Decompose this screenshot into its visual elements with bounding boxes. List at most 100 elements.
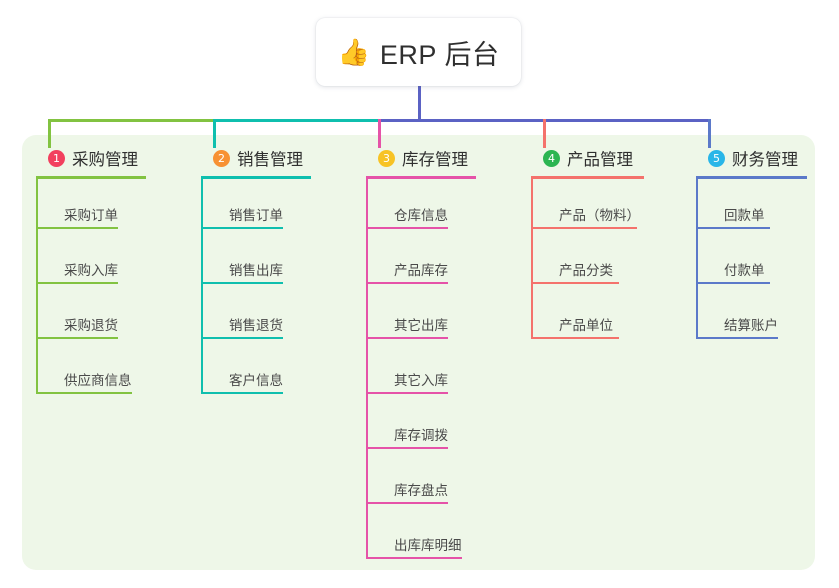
leaf-item[interactable]: 供应商信息 (36, 344, 191, 399)
leaf-underline (203, 337, 283, 339)
leaf-underline (533, 282, 619, 284)
leaf-underline (698, 337, 778, 339)
leaf-item[interactable]: 采购入库 (36, 234, 191, 289)
leaf-underline (698, 227, 770, 229)
leaf-item-label: 产品分类 (559, 263, 613, 278)
column-header-1[interactable]: 1 采购管理 (36, 146, 191, 170)
leaf-list: 产品（物料） 产品分类产品单位 (531, 179, 691, 344)
leaf-item[interactable]: 产品分类 (531, 234, 691, 289)
column-drop-3 (378, 119, 381, 148)
leaf-underline (368, 557, 462, 559)
leaf-underline (203, 282, 283, 284)
leaf-item-label: 结算账户 (724, 318, 778, 333)
leaf-underline (533, 337, 619, 339)
leaf-underline (368, 337, 448, 339)
column-title-label: 库存管理 (402, 151, 468, 169)
column-header-2[interactable]: 2 销售管理 (201, 146, 356, 170)
leaf-underline (368, 447, 448, 449)
column-drop-4 (543, 119, 546, 148)
leaf-item[interactable]: 采购退货 (36, 289, 191, 344)
leaf-underline (368, 282, 448, 284)
column-underline (201, 176, 311, 179)
column-underline (366, 176, 476, 179)
leaf-spine (696, 179, 698, 339)
column-badge-5: 5 (708, 149, 725, 167)
leaf-spine (366, 179, 368, 559)
leaf-item-label: 客户信息 (229, 373, 283, 388)
root-node-erp-backend[interactable]: 👍 ERP 后台 (316, 18, 521, 86)
leaf-spine (531, 179, 533, 339)
leaf-item-label: 回款单 (724, 208, 765, 223)
column-title-label: 销售管理 (237, 151, 303, 169)
leaf-underline (203, 227, 283, 229)
column-采购管理: 1 采购管理采购订单采购入库采购退货供应商信息 (36, 146, 191, 399)
column-drop-1 (48, 119, 51, 148)
column-badge-2: 2 (213, 149, 230, 167)
leaf-underline (368, 227, 448, 229)
column-header-4[interactable]: 4 产品管理 (531, 146, 691, 170)
leaf-list: 采购订单采购入库采购退货供应商信息 (36, 179, 191, 399)
column-财务管理: 5 财务管理回款单付款单结算账户 (696, 146, 836, 344)
column-badge-4: 4 (543, 149, 560, 167)
leaf-underline (38, 282, 118, 284)
leaf-item[interactable]: 其它入库 (366, 344, 526, 399)
column-underline (36, 176, 146, 179)
leaf-item-label: 其它出库 (394, 318, 448, 333)
leaf-item[interactable]: 销售订单 (201, 179, 356, 234)
leaf-item-label: 采购入库 (64, 263, 118, 278)
column-badge-1: 1 (48, 149, 65, 167)
leaf-item[interactable]: 销售退货 (201, 289, 356, 344)
root-node-label: ERP 后台 (379, 39, 500, 70)
leaf-item[interactable]: 出库库明细 (366, 509, 526, 564)
leaf-underline (203, 392, 283, 394)
column-header-3[interactable]: 3 库存管理 (366, 146, 526, 170)
leaf-item-label: 产品库存 (394, 263, 448, 278)
column-badge-3: 3 (378, 149, 395, 167)
leaf-item-label: 采购订单 (64, 208, 118, 223)
leaf-item[interactable]: 其它出库 (366, 289, 526, 344)
leaf-item[interactable]: 客户信息 (201, 344, 356, 399)
leaf-item[interactable]: 库存调拨 (366, 399, 526, 454)
leaf-list: 回款单付款单结算账户 (696, 179, 836, 344)
leaf-item-label: 销售出库 (229, 263, 283, 278)
trunk-segment-1 (48, 119, 216, 122)
leaf-underline (698, 282, 770, 284)
leaf-item[interactable]: 产品库存 (366, 234, 526, 289)
leaf-item[interactable]: 结算账户 (696, 289, 836, 344)
leaf-item[interactable]: 仓库信息 (366, 179, 526, 234)
leaf-underline (368, 502, 448, 504)
leaf-spine (36, 179, 38, 394)
trunk-segment-2 (213, 119, 381, 122)
root-stem (418, 86, 421, 122)
columns-background-panel (22, 135, 815, 570)
leaf-item-label: 仓库信息 (394, 208, 448, 223)
column-drop-5 (708, 119, 711, 148)
leaf-item[interactable]: 产品（物料） (531, 179, 691, 234)
column-title-label: 采购管理 (72, 151, 138, 169)
column-underline (531, 176, 644, 179)
column-underline (696, 176, 807, 179)
column-drop-2 (213, 119, 216, 148)
leaf-item-label: 销售订单 (229, 208, 283, 223)
leaf-item[interactable]: 库存盘点 (366, 454, 526, 509)
thumbs-up-icon: 👍 (337, 37, 370, 67)
leaf-item[interactable]: 采购订单 (36, 179, 191, 234)
column-title-label: 产品管理 (567, 151, 633, 169)
leaf-item-label: 采购退货 (64, 318, 118, 333)
leaf-item[interactable]: 产品单位 (531, 289, 691, 344)
column-title-label: 财务管理 (732, 151, 798, 169)
leaf-item-label: 供应商信息 (64, 373, 132, 388)
leaf-underline (38, 392, 132, 394)
leaf-item[interactable]: 付款单 (696, 234, 836, 289)
column-库存管理: 3 库存管理仓库信息产品库存其它出库其它入库库存调拨库存盘点出库库明细 (366, 146, 526, 564)
leaf-item[interactable]: 回款单 (696, 179, 836, 234)
leaf-item-label: 付款单 (724, 263, 765, 278)
leaf-item-label: 出库库明细 (394, 538, 462, 553)
column-产品管理: 4 产品管理产品（物料） 产品分类产品单位 (531, 146, 691, 344)
leaf-underline (533, 227, 637, 229)
leaf-underline (368, 392, 448, 394)
column-header-5[interactable]: 5 财务管理 (696, 146, 836, 170)
leaf-spine (201, 179, 203, 394)
leaf-item[interactable]: 销售出库 (201, 234, 356, 289)
leaf-item-label: 产品（物料） (559, 208, 640, 223)
